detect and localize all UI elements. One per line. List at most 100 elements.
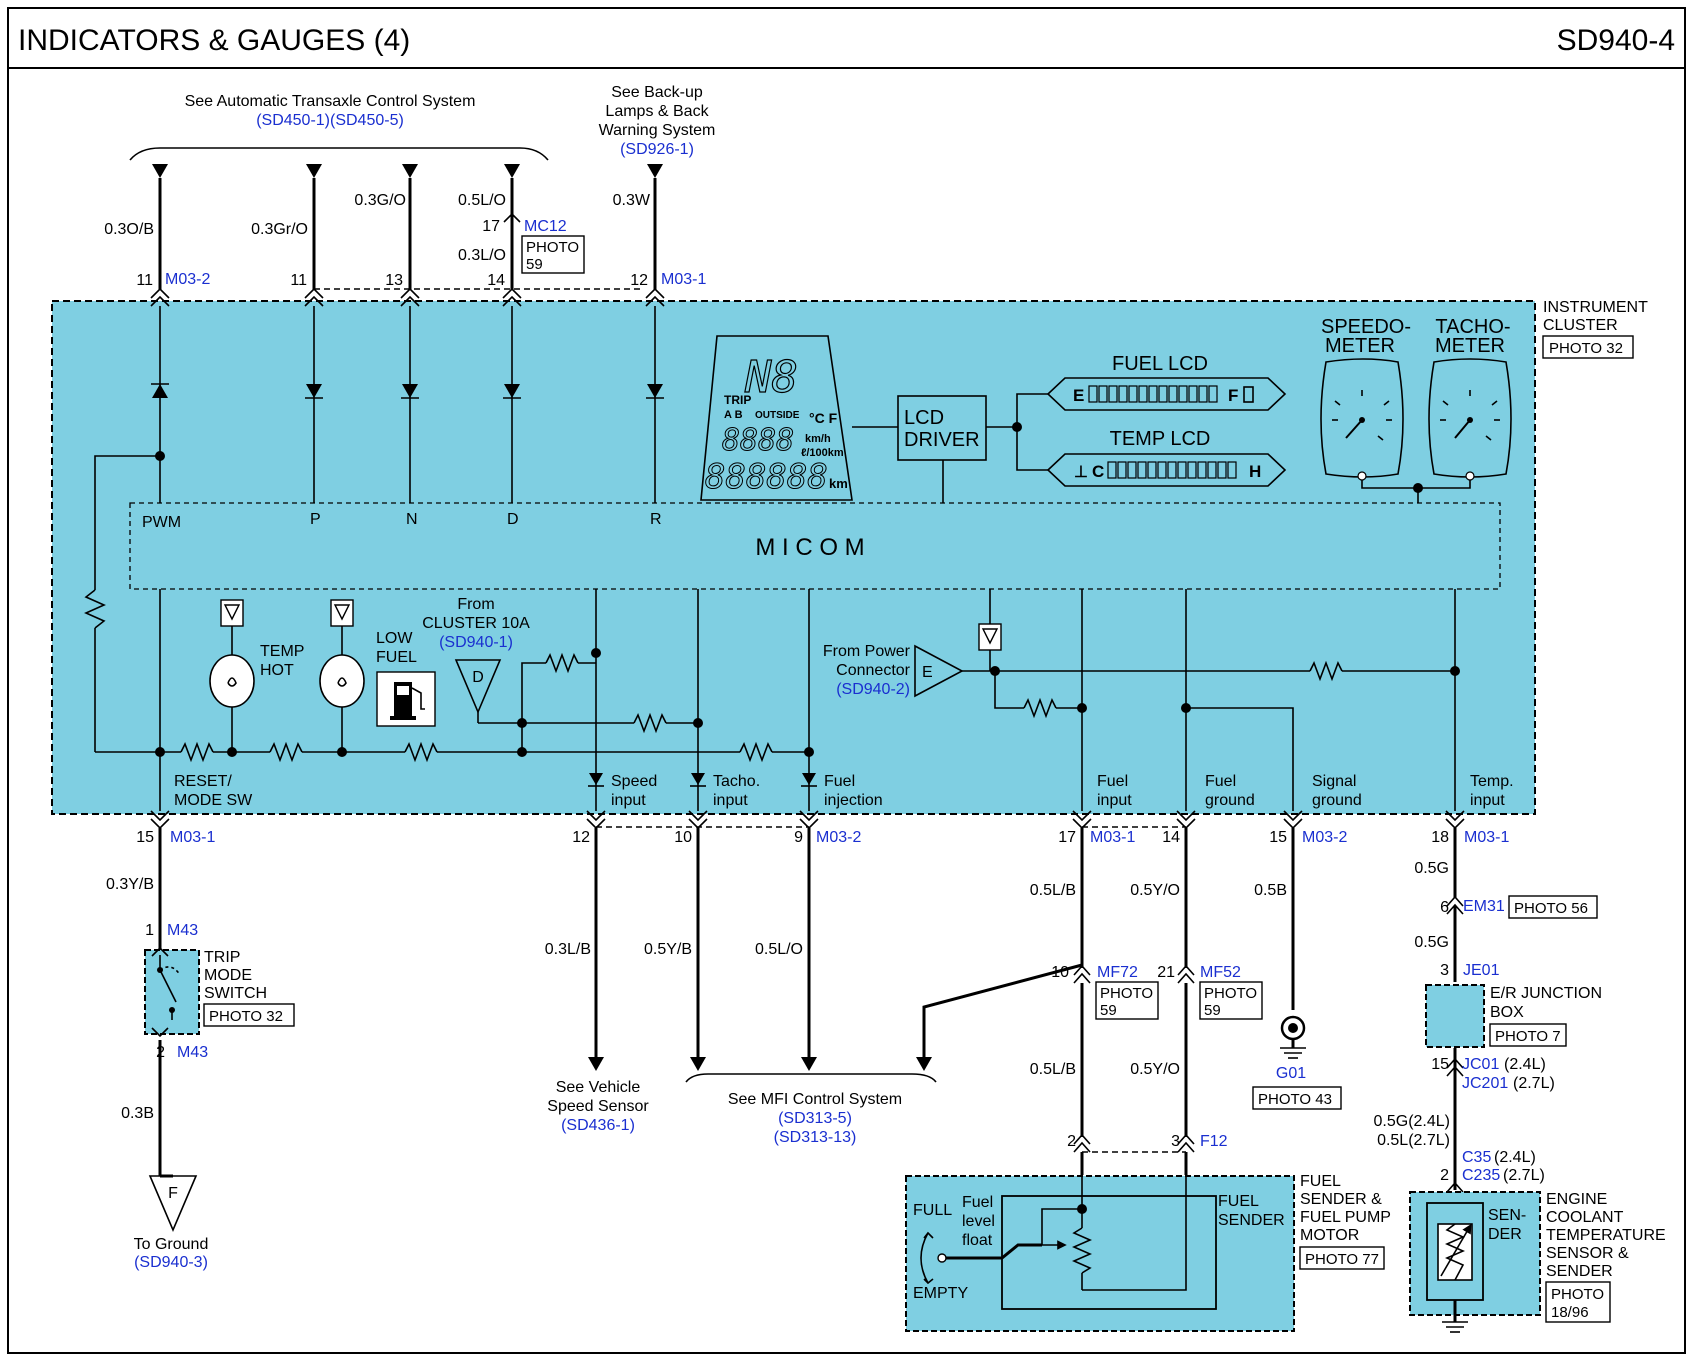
c35-spec: (2.4L) — [1494, 1149, 1536, 1166]
wire-05b: 0.5B — [1254, 882, 1287, 899]
temp-lcd-thermo-icon: ⊥ — [1074, 464, 1088, 481]
fuel-sender-inner-2: SENDER — [1218, 1212, 1285, 1229]
temp-lcd-segment — [1167, 461, 1177, 479]
sender-label-2: DER — [1488, 1226, 1522, 1243]
speedo-label-1: SPEEDO- — [1321, 316, 1411, 338]
connector-mf72: MF72 — [1097, 964, 1138, 981]
f12-pin-3: 3 — [1171, 1133, 1180, 1150]
jc201-spec: (2.7L) — [1513, 1075, 1555, 1092]
connector-m03-2-right: M03-2 — [1302, 829, 1347, 846]
fuel-pump-mini-icon — [1243, 386, 1254, 403]
connector-m03-2-top: M03-2 — [165, 271, 210, 288]
page-title: INDICATORS & GAUGES (4) — [18, 24, 410, 57]
wire-05yo: 0.5Y/O — [1130, 882, 1180, 899]
from-cluster-3: (SD940-1) — [439, 634, 513, 651]
float-label-1: Fuel — [962, 1194, 993, 1211]
wire-label-03gro: 0.3Gr/O — [251, 221, 308, 238]
fuel-lcd-segment — [1168, 385, 1178, 403]
je01-pin: 3 — [1440, 962, 1449, 979]
mfi-ref-1: See MFI Control System — [728, 1091, 902, 1108]
fuel-lcd-f: F — [1228, 386, 1238, 405]
photo-mc12-num: 59 — [526, 256, 543, 273]
pin-17-bottom: 17 — [1058, 829, 1076, 846]
photo-mf52-label: PHOTO — [1204, 985, 1257, 1002]
sender-label-1: SEN- — [1488, 1207, 1526, 1224]
fuel-injection-2: injection — [824, 792, 883, 809]
pin-15-bottom: 15 — [1269, 829, 1287, 846]
reset-label-2: MODE SW — [174, 792, 253, 809]
lcd-kmh: km/h — [805, 433, 831, 445]
photo-g01: PHOTO 43 — [1258, 1091, 1332, 1108]
from-power-2: Connector — [836, 662, 910, 679]
wire-label-03ob: 0.3O/B — [104, 221, 154, 238]
connector-m03-1-right: M03-1 — [1464, 829, 1509, 846]
temp-hot-label-2: HOT — [260, 662, 294, 679]
fuel-lcd-segment — [1098, 385, 1108, 403]
fuel-ground-1: Fuel — [1205, 773, 1236, 790]
wire-label-03w: 0.3W — [613, 192, 651, 209]
mf52-pin: 21 — [1157, 964, 1175, 981]
connector-m43-bottom: M43 — [177, 1044, 208, 1061]
temp-lcd-segment — [1227, 461, 1237, 479]
backup-ref-3: Warning System — [599, 122, 716, 139]
photo-box-fuel-sender — [1299, 1246, 1385, 1270]
fuel-lcd-segment — [1148, 385, 1158, 403]
cluster-lower-wiring — [95, 589, 1460, 811]
temp-lcd-segment — [1197, 461, 1207, 479]
photo-fuel-sender: PHOTO 77 — [1305, 1251, 1379, 1268]
temp-lcd-label: TEMP LCD — [1110, 428, 1211, 450]
fuel-input-2: input — [1097, 792, 1132, 809]
from-cluster-2: CLUSTER 10A — [422, 615, 530, 632]
photo-ect-label: PHOTO — [1551, 1286, 1604, 1303]
fuel-sender-label-1: FUEL — [1300, 1173, 1341, 1190]
wire-05g-1: 0.5G — [1414, 860, 1449, 877]
temp-hot-label-1: TEMP — [260, 643, 304, 660]
fuel-lcd-segment — [1118, 385, 1128, 403]
c35-pin: 2 — [1440, 1167, 1449, 1184]
temp-input-2: input — [1470, 792, 1505, 809]
fuel-empty-label: EMPTY — [913, 1285, 968, 1302]
backup-ref-1: See Back-up — [611, 84, 703, 101]
tacho-input-1: Tacho. — [713, 773, 760, 790]
top-wires — [152, 164, 663, 290]
wire-05yb: 0.5Y/B — [644, 941, 692, 958]
source-e-label: E — [922, 664, 933, 681]
connector-je01: JE01 — [1463, 962, 1500, 979]
ect-sensor-assembly — [1409, 1191, 1541, 1316]
photo-box-junction — [1489, 1023, 1567, 1047]
lcd-ab: A B — [724, 409, 743, 421]
reset-label-1: RESET/ — [174, 773, 232, 790]
cluster-photo-box — [1542, 335, 1634, 359]
fuel-sender-assembly — [905, 1175, 1295, 1332]
trip-switch-label-3: SWITCH — [204, 985, 267, 1002]
ect-label-2: COOLANT — [1546, 1209, 1624, 1226]
cluster-label-2: CLUSTER — [1543, 317, 1618, 334]
tachometer-gauge — [1428, 358, 1512, 481]
atcs-ref-code: (SD450-1)(SD450-5) — [256, 112, 404, 129]
micom-pin-r: R — [650, 511, 662, 528]
lcd-trip: TRIP — [724, 393, 751, 407]
pin-15-left: 15 — [136, 829, 154, 846]
backup-ref-code: (SD926-1) — [620, 141, 694, 158]
tacho-label-1: TACHO- — [1435, 316, 1510, 338]
lcd-degc: °C F — [809, 410, 838, 426]
lcd-digits-1: 8888 — [722, 423, 794, 458]
micom-pin-p: P — [310, 511, 321, 528]
signal-ground-1: Signal — [1312, 773, 1356, 790]
fuel-sender-label-2: SENDER & — [1300, 1191, 1382, 1208]
lcd-km: km — [829, 476, 848, 491]
connector-m03-1-mid: M03-1 — [1090, 829, 1135, 846]
m43-pin-1: 1 — [145, 922, 154, 939]
sheet-frame — [7, 7, 1686, 1354]
mf72-pin: 10 — [1051, 964, 1069, 981]
pin-11a: 11 — [136, 272, 153, 289]
wire-label-03lo: 0.3L/O — [458, 247, 506, 264]
fuel-lcd-segment — [1128, 385, 1138, 403]
mfi-ref-3: (SD313-13) — [774, 1129, 857, 1146]
pin-17: 17 — [482, 218, 500, 235]
fuel-lcd-e: E — [1073, 386, 1084, 405]
temp-hot-lamp — [209, 599, 255, 752]
wire-03b: 0.3B — [121, 1105, 154, 1122]
photo-box-mf72 — [1095, 981, 1159, 1020]
micom-label: M I C O M — [755, 534, 864, 561]
